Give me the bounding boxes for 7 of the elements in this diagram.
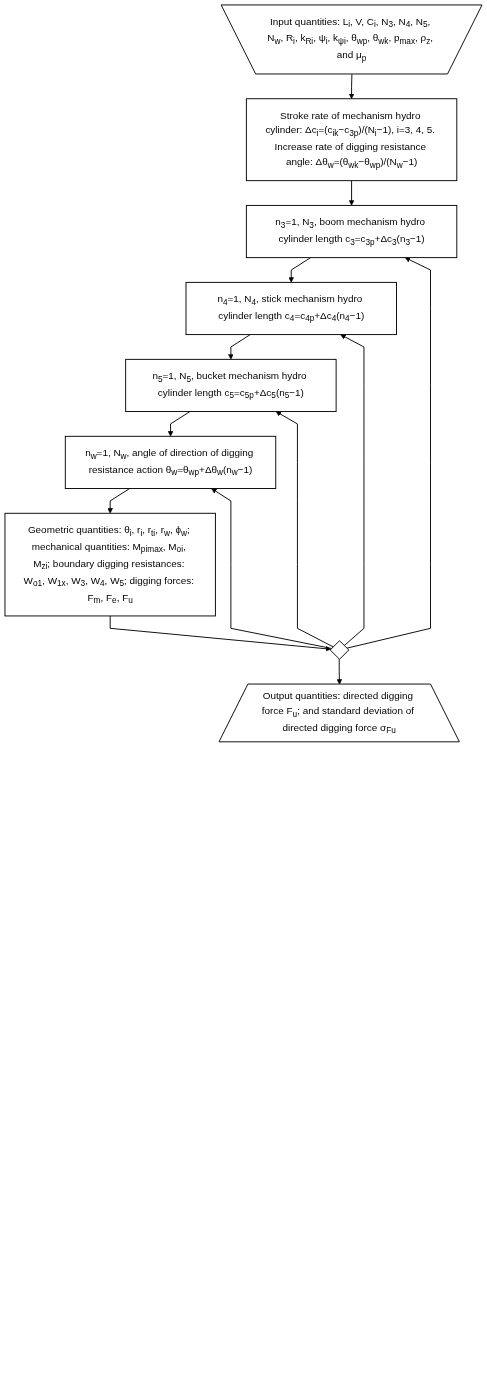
node-box: n$_{5}$=1, N$_{5}$, bucket mechanism hydro cylinder length c$_{5}$=c$_{5p}$+Δc$_{5}$(n$_{5}$−1): [125, 358, 337, 413]
node-box: Geometric quantities: θ$_{i}$, r$_{i}$, r$_{ti}$, r$_{w}$, ϕ$_{w}$; mechanical quantities: M$_{pimax}$, M$_{oi}$, M$_{zi}$; boundary digging resistances: W$_{o1}$, W$_{1x}$, W$_{3}$, W$_{4}$, W$_{5}$; digging forces: F$_{m}$, F$_{e}$, F$_{u}$: [4, 512, 216, 617]
node-box: n$_{w}$=1, N$_{w}$, angle of direction of digging resistance action θ$_{w}$=θ$_{wp}$+Δθ$_{w}$(n$_{w}$−1): [64, 435, 277, 489]
node-box: n$_{3}$=1, N$_{3}$, boom mechanism hydro cylinder length c$_{3}$=c$_{3p}$+Δc$_{3}$(n$_{3}$−1): [245, 204, 458, 259]
node-box: n$_{4}$=1, N$_{4}$, stick mechanism hydro cylinder length c$_{4}$=c$_{4p}$+Δc$_{4}$(n$_{4}$−1): [185, 281, 397, 336]
node-box: Stroke rate of mechanism hydro cylinder: Δc$_{i}$=(c$_{ik}$−c$_{3p}$)/(N$_{i}$−1), i=3, 4, 5. Increase rate of digging resistance angle: Δθ$_{w}$=(θ$_{wk}$−θ$_{wp}$)/(N$_{w}$−1): [245, 98, 458, 182]
node-diamond: [329, 640, 350, 660]
